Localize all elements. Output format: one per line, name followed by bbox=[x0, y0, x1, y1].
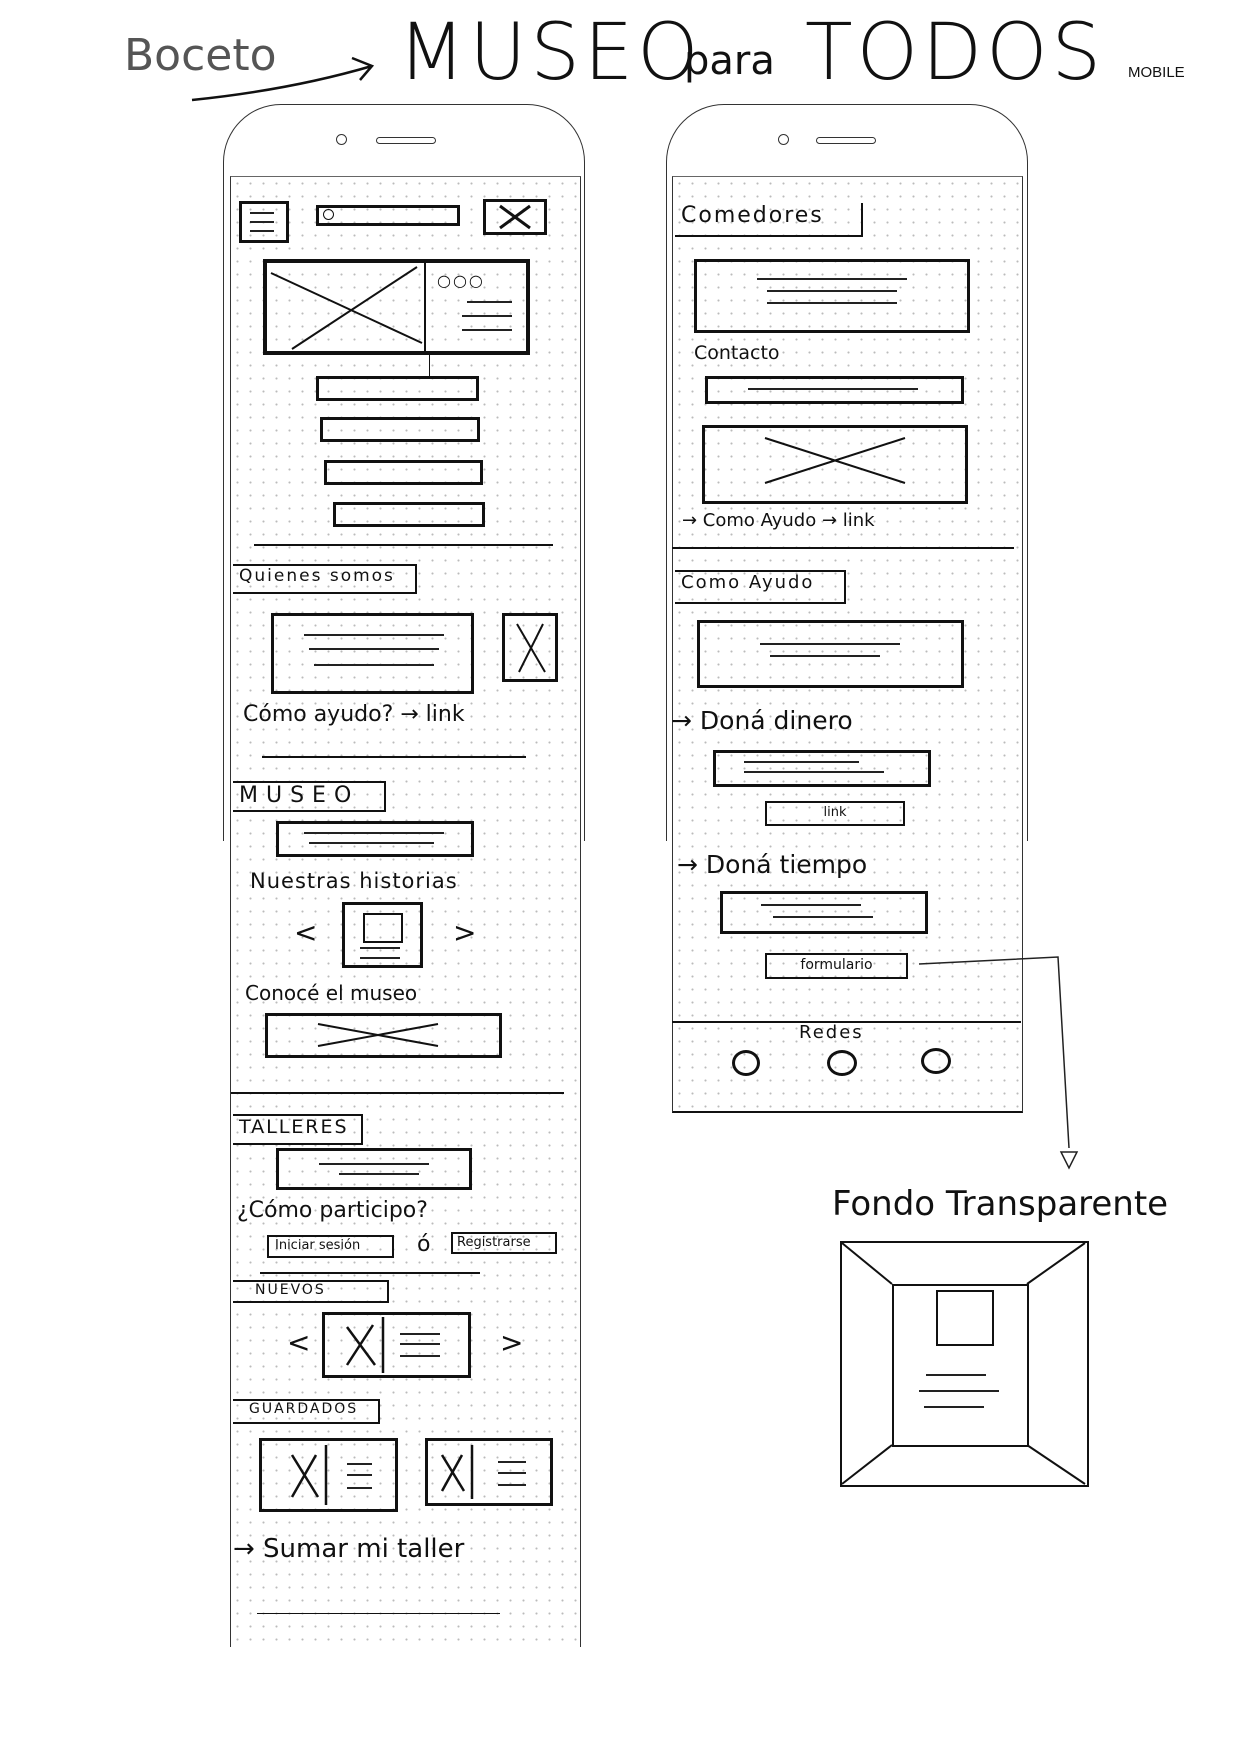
divider bbox=[672, 547, 1014, 549]
search-input[interactable] bbox=[316, 205, 460, 226]
modal-title: Fondo Transparente bbox=[832, 1184, 1169, 1224]
login-button[interactable]: Iniciar sesión bbox=[267, 1235, 394, 1258]
carousel-next-button[interactable]: > bbox=[453, 916, 477, 949]
participate-question: ¿Cómo participo? bbox=[237, 1198, 428, 1223]
or-text: ó bbox=[417, 1232, 431, 1257]
museo-text-box bbox=[276, 821, 474, 857]
register-button[interactable]: Registrarse bbox=[451, 1232, 557, 1254]
add-workshop-link[interactable]: → Sumar mi taller bbox=[233, 1534, 465, 1564]
camera-icon bbox=[778, 134, 789, 145]
divider bbox=[231, 1092, 564, 1094]
social-icon-1[interactable] bbox=[732, 1050, 760, 1076]
section-heading-museo: MUSEO bbox=[233, 781, 386, 812]
right-phone-frame bbox=[666, 104, 1028, 841]
contact-heading: Contacto bbox=[694, 342, 780, 364]
close-icon[interactable] bbox=[483, 199, 547, 235]
hamburger-icon[interactable] bbox=[239, 201, 289, 243]
divider bbox=[260, 1272, 480, 1274]
modal-dialog[interactable] bbox=[892, 1284, 1029, 1447]
about-image-placeholder bbox=[502, 613, 558, 682]
left-phone-frame bbox=[223, 104, 585, 841]
platform-label: MOBILE bbox=[1128, 64, 1185, 81]
social-icon-2[interactable] bbox=[827, 1050, 857, 1076]
section-heading-guardados: GUARDADOS bbox=[233, 1399, 380, 1424]
modal-image-placeholder bbox=[936, 1290, 994, 1346]
how-to-help-link[interactable]: Cómo ayudo? → link bbox=[243, 702, 465, 727]
section-heading-talleres: TALLERES bbox=[233, 1114, 363, 1145]
arrow-icon bbox=[191, 56, 375, 102]
speaker-icon bbox=[816, 137, 876, 144]
menu-item-2[interactable] bbox=[320, 417, 480, 442]
social-heading: Redes bbox=[799, 1022, 864, 1043]
comedores-text-box bbox=[694, 259, 970, 333]
map-placeholder[interactable] bbox=[702, 425, 968, 504]
title-museo: MUSEO bbox=[398, 8, 703, 98]
nuevos-next-button[interactable]: > bbox=[500, 1326, 524, 1359]
donate-time-text-box bbox=[720, 891, 928, 934]
help-text-box bbox=[697, 620, 964, 688]
donate-money-heading: → Doná dinero bbox=[671, 706, 853, 735]
how-to-help-link[interactable]: → Como Ayudo → link bbox=[682, 510, 875, 531]
divider bbox=[672, 1021, 1021, 1023]
section-heading-comedores: Comedores bbox=[675, 203, 863, 237]
donate-time-heading: → Doná tiempo bbox=[677, 850, 868, 879]
carousel-prev-button[interactable]: < bbox=[294, 916, 318, 949]
search-icon bbox=[323, 209, 334, 220]
talleres-text-box bbox=[276, 1148, 472, 1190]
museum-tour-heading: Conocé el museo bbox=[245, 981, 418, 1005]
new-workshop-card[interactable] bbox=[322, 1312, 471, 1378]
contact-info-bar bbox=[705, 376, 964, 404]
camera-icon bbox=[336, 134, 347, 145]
menu-item-1[interactable] bbox=[316, 376, 479, 401]
menu-item-3[interactable] bbox=[324, 460, 483, 485]
section-heading-como-ayudo: Como Ayudo bbox=[675, 570, 846, 604]
donate-money-link-button[interactable]: link bbox=[765, 801, 905, 826]
title-todos: TODOS bbox=[805, 8, 1106, 98]
dots-icon: ○○○ bbox=[437, 271, 485, 290]
menu-item-4[interactable] bbox=[333, 502, 485, 527]
divider bbox=[254, 544, 553, 546]
sketch-label: Boceto bbox=[124, 30, 277, 81]
image-placeholder-icon bbox=[270, 263, 426, 353]
saved-workshop-card-2[interactable] bbox=[425, 1438, 553, 1506]
museum-video-placeholder[interactable] bbox=[265, 1013, 502, 1058]
section-heading-nuevos: NUEVOS bbox=[233, 1280, 389, 1303]
divider bbox=[257, 1613, 500, 1614]
speaker-icon bbox=[376, 137, 436, 144]
left-screen bbox=[230, 176, 581, 1647]
about-text-box bbox=[271, 613, 474, 694]
saved-workshop-card-1[interactable] bbox=[259, 1438, 398, 1512]
stories-heading: Nuestras historias bbox=[250, 869, 458, 893]
nuevos-prev-button[interactable]: < bbox=[287, 1326, 311, 1359]
section-heading-quienes-somos: Quienes somos bbox=[233, 564, 417, 594]
modal-overlay bbox=[840, 1241, 1089, 1487]
story-card[interactable] bbox=[342, 902, 423, 968]
hero-banner[interactable]: ○○○ bbox=[263, 259, 530, 355]
social-icon-3[interactable] bbox=[921, 1048, 951, 1074]
donate-money-text-box bbox=[713, 750, 931, 787]
volunteer-form-button[interactable]: formulario bbox=[765, 953, 908, 979]
title-para: para bbox=[684, 38, 775, 84]
divider bbox=[262, 756, 526, 758]
